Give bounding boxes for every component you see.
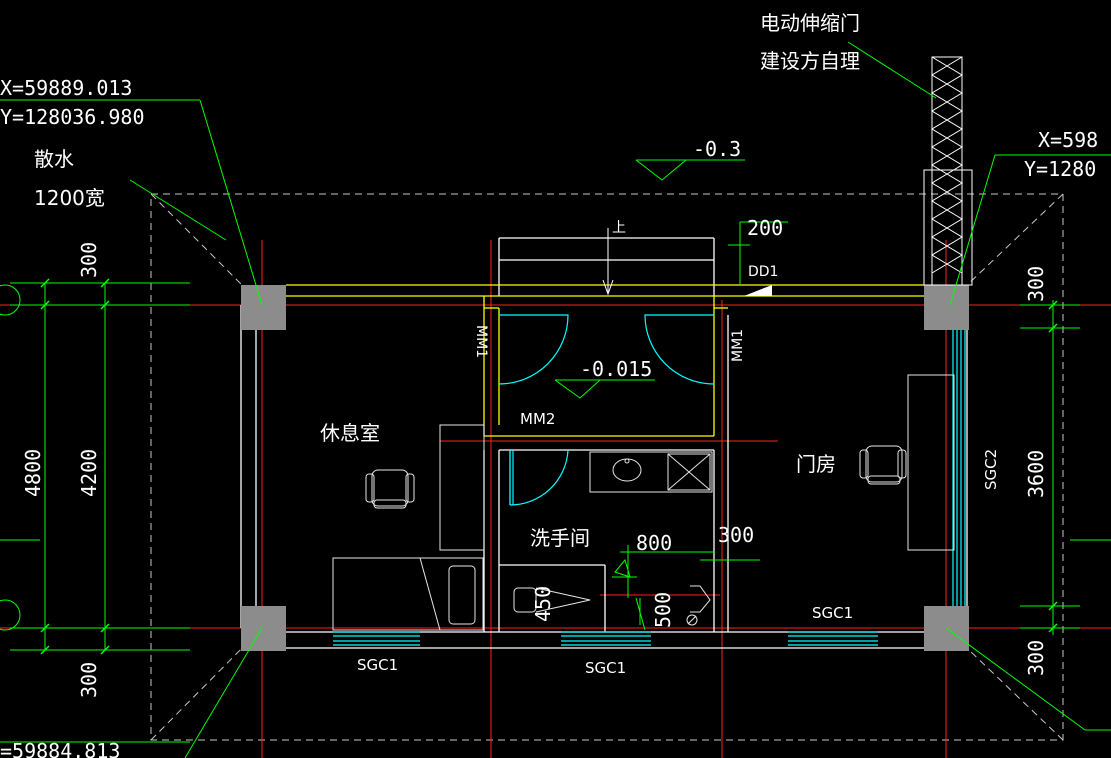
window-sgc1-right <box>788 631 878 646</box>
apron-label: 散水 <box>34 147 74 171</box>
window-sgc2-label: SGC2 <box>982 449 1000 490</box>
coord-left-y: Y=128036.980 <box>0 105 145 129</box>
dim-200: 200 <box>747 216 783 240</box>
door-mm1-left: MM1 <box>473 325 489 358</box>
room-guard-room: 门房 <box>796 452 836 476</box>
coord-bottom-left: =59884.813 <box>0 739 120 758</box>
coord-left-x: X=59889.013 <box>0 76 132 100</box>
coord-right-x: X=598 <box>1038 128 1098 152</box>
dimension-ticks <box>40 278 1058 655</box>
rest-room-chair <box>365 469 415 509</box>
window-sgc1-right-label: SGC1 <box>812 604 853 622</box>
apron-width-label: 1200宽 <box>34 186 105 210</box>
rest-room-cabinet <box>439 424 485 551</box>
guard-room-desk <box>907 374 955 551</box>
dimension-lines <box>0 41 1111 758</box>
dim-left-300-top: 300 <box>77 242 101 278</box>
room-washroom: 洗手间 <box>530 526 590 550</box>
door-mm1-right: MM1 <box>730 329 746 362</box>
stair-arrow <box>602 228 614 296</box>
door-mm1-right-swing <box>644 314 715 385</box>
dim-left-4800: 4800 <box>21 449 45 497</box>
dim-500: 500 <box>651 592 675 628</box>
stair-up-label: 上 <box>612 220 626 236</box>
coord-right-y: Y=1280 <box>1024 157 1096 181</box>
bed <box>332 557 484 631</box>
dim-left-300-bottom: 300 <box>77 662 101 698</box>
door-mm2: MM2 <box>520 410 555 428</box>
columns <box>241 285 969 651</box>
dim-800: 800 <box>636 531 672 555</box>
furniture <box>332 374 955 631</box>
window-sgc1-left-label: SGC1 <box>357 656 398 674</box>
dim-300: 300 <box>718 523 754 547</box>
level-inside: -0.015 <box>580 357 652 381</box>
window-sgc2 <box>952 330 966 606</box>
dim-450: 450 <box>531 586 555 622</box>
wash-basin-counter <box>589 451 713 493</box>
electric-gate <box>923 56 973 286</box>
column-top-left <box>241 285 286 330</box>
toilet-fixture <box>513 585 711 626</box>
room-rest-room: 休息室 <box>320 421 380 445</box>
dim-right-300-top: 300 <box>1024 266 1048 302</box>
window-sgc1-mid-label: SGC1 <box>585 659 626 677</box>
window-sgc1-mid <box>561 631 651 646</box>
gate-label-1: 电动伸缩门 <box>760 11 860 35</box>
door-mm1-left-swing <box>498 314 569 385</box>
column-top-right <box>924 285 969 330</box>
window-sgc1-left <box>333 631 420 646</box>
dim-left-4200: 4200 <box>77 449 101 497</box>
doors-windows <box>333 314 966 646</box>
door-dd1: DD1 <box>748 264 778 280</box>
guard-room-chair <box>859 445 907 485</box>
level-outside: -0.3 <box>693 137 741 161</box>
dim-right-300-bottom: 300 <box>1024 640 1048 676</box>
labels: X=59889.013 Y=128036.980 X=598 Y=1280 =5… <box>0 11 1098 758</box>
dim-right-3600: 3600 <box>1024 450 1048 498</box>
column-bottom-left <box>241 606 286 651</box>
dd1-marker <box>744 285 772 296</box>
gate-label-2: 建设方自理 <box>760 49 860 73</box>
